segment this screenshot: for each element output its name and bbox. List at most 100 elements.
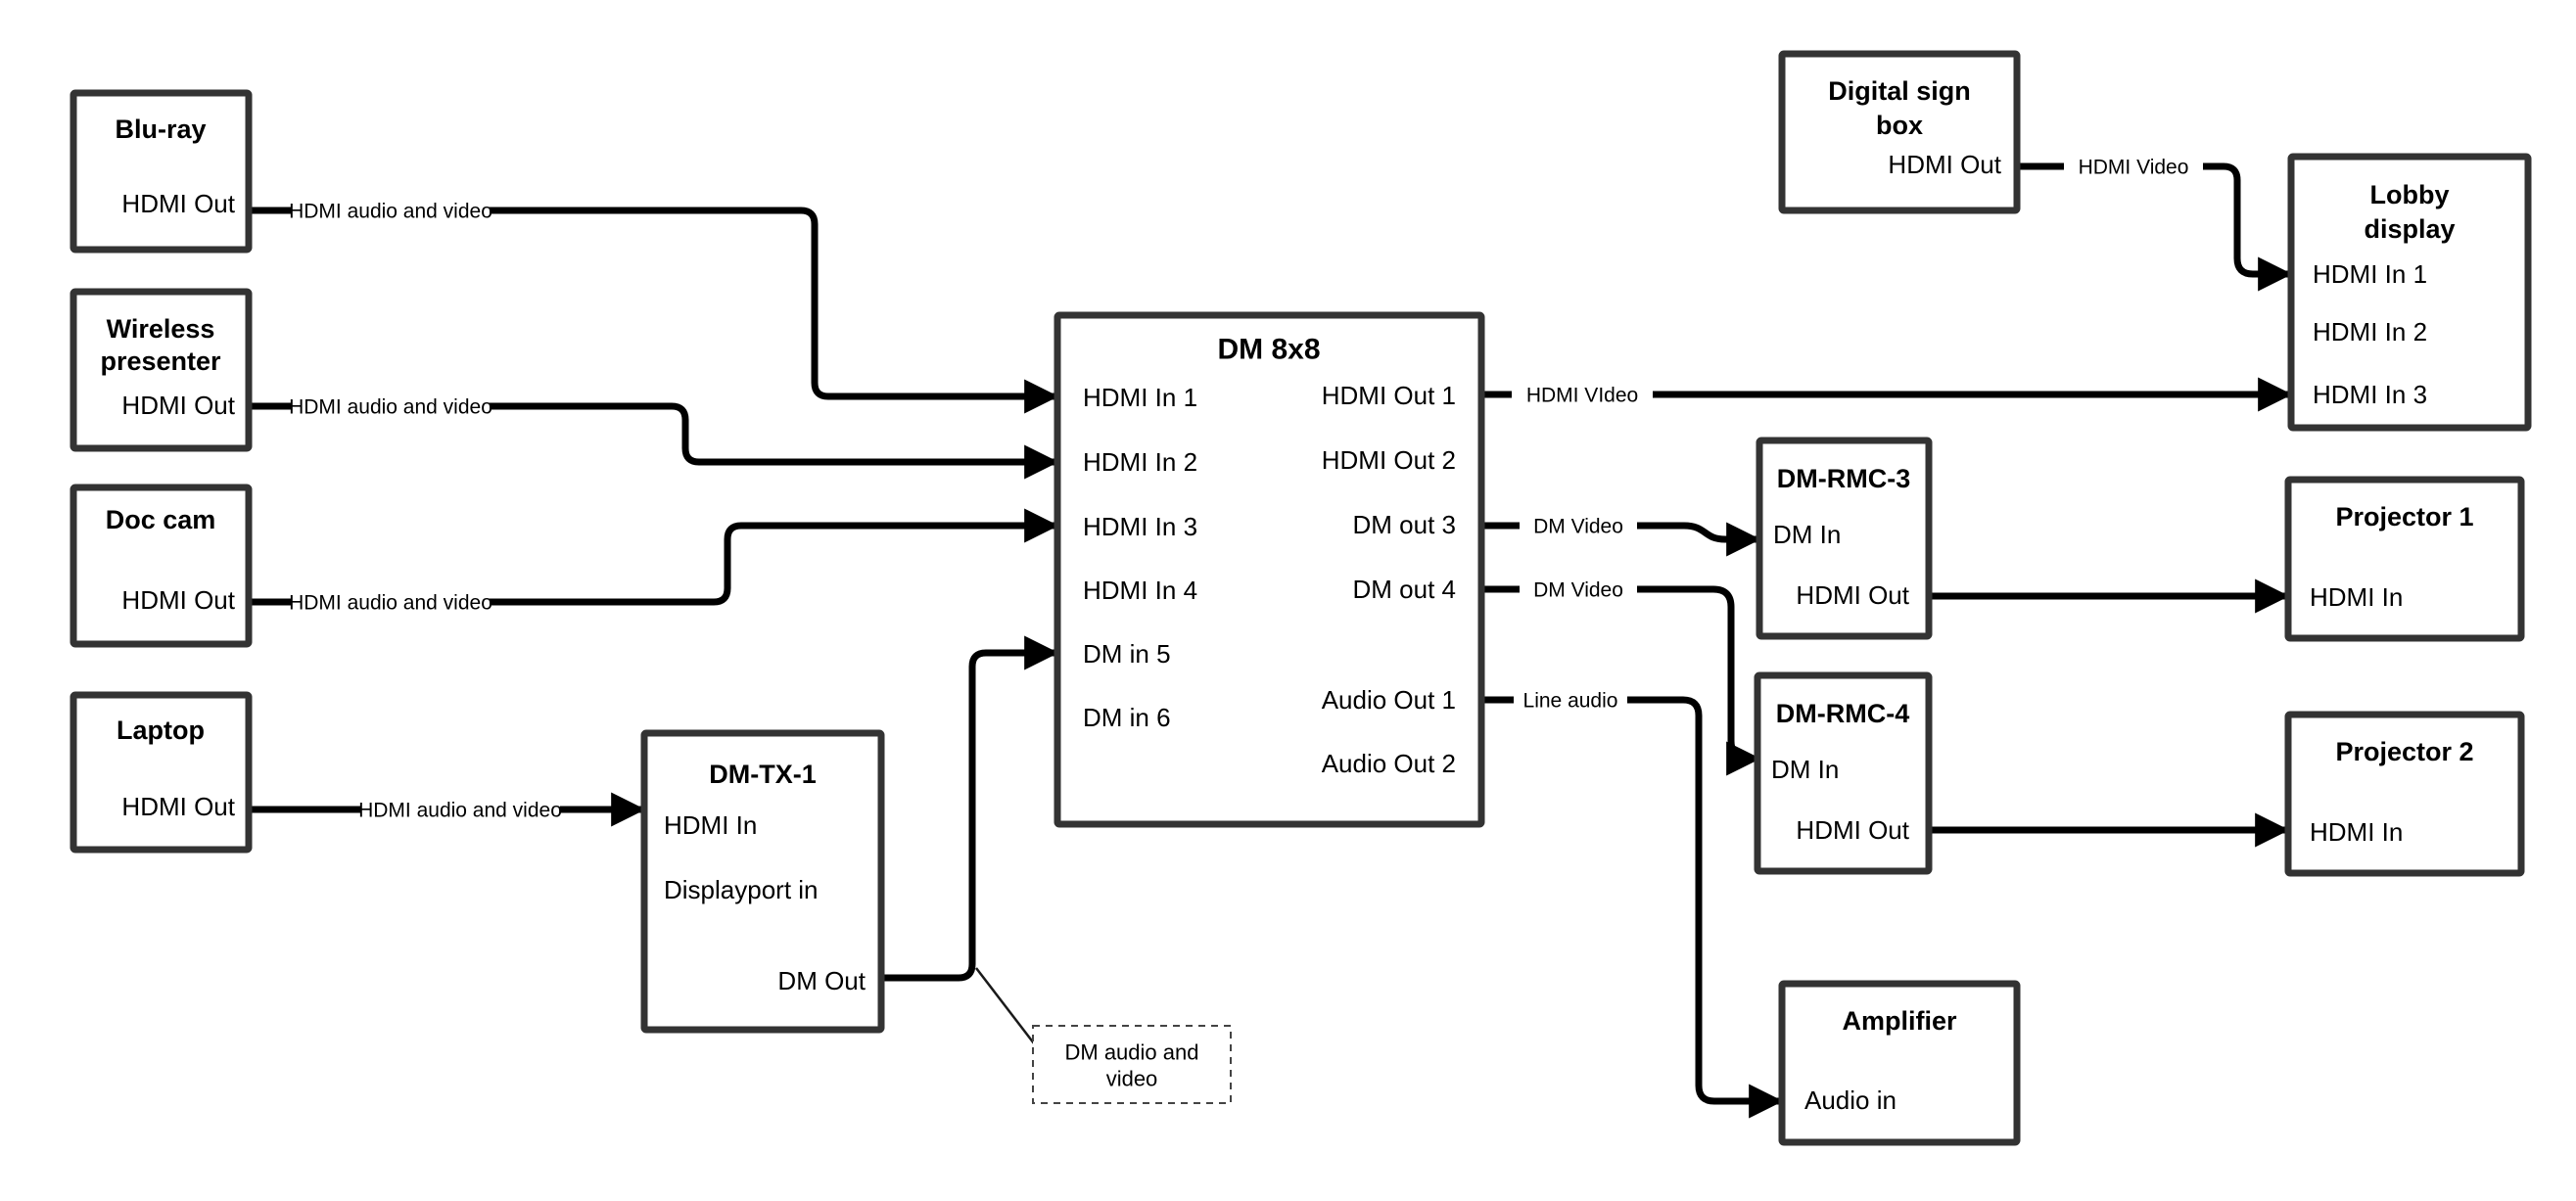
wire-doccam-to-dm8x8-seg2 [490, 508, 1059, 606]
doc-cam-port-hdmi-out: HDMI Out [121, 585, 235, 615]
dm-rmc-3-title: DM-RMC-3 [1777, 464, 1910, 493]
digital-sign-box-title-line1: Digital sign [1828, 76, 1971, 106]
lobby-display-port-hdmi-in-3: HDMI In 3 [2313, 380, 2427, 409]
dm-8x8-title: DM 8x8 [1217, 334, 1320, 366]
dm-tx-1-box [640, 729, 885, 1034]
projector-2-port-hdmi-in: HDMI In [2310, 817, 2403, 847]
node-digital-sign-box: Digital sign box HDMI Out [1778, 50, 2021, 214]
wires [249, 162, 2293, 1119]
dm-8x8-port-dm-in-6: DM in 6 [1083, 703, 1171, 732]
wireless-presenter-box [70, 288, 253, 452]
dm-8x8-port-hdmi-out-1: HDMI Out 1 [1322, 381, 1456, 410]
label-bg [2064, 151, 2203, 182]
dm-rmc-3-port-dm-in: DM In [1773, 520, 1841, 549]
edge-label-hdmi-video-sign: HDMI Video [2079, 157, 2189, 179]
dm-rmc-3-port-hdmi-out: HDMI Out [1796, 580, 1909, 610]
dm-rmc-4-box [1754, 671, 1933, 875]
dm-8x8-port-hdmi-in-1: HDMI In 1 [1083, 383, 1197, 412]
wireless-presenter-port-hdmi-out: HDMI Out [121, 391, 235, 420]
dm-8x8-port-dm-out-3: DM out 3 [1353, 510, 1457, 539]
annotation-leader-line [975, 967, 1035, 1044]
laptop-title: Laptop [117, 716, 205, 745]
wireless-presenter-title-line1: Wireless [107, 314, 215, 344]
dm-rmc-3-box [1756, 437, 1933, 640]
dm-rmc-4-port-dm-in: DM In [1771, 755, 1839, 784]
label-bg [1520, 510, 1637, 541]
edge-label-doccam: HDMI audio and video [289, 592, 492, 615]
lobby-display-port-hdmi-in-1: HDMI In 1 [2313, 259, 2427, 289]
wire-labels: HDMI audio and video HDMI audio and vide… [289, 151, 2203, 825]
wire-dmout3-to-rmc3-seg2 [1637, 522, 1761, 557]
node-amplifier: Amplifier Audio in [1778, 980, 2021, 1146]
dm-8x8-port-dm-in-5: DM in 5 [1083, 639, 1171, 669]
dm-8x8-port-dm-out-4: DM out 4 [1353, 575, 1457, 604]
dm-tx-1-port-hdmi-in: HDMI In [664, 810, 757, 840]
projector-2-title: Projector 2 [2335, 737, 2473, 766]
lobby-display-title-line2: display [2364, 214, 2455, 244]
node-doc-cam: Doc cam HDMI Out [70, 484, 253, 648]
doc-cam-title: Doc cam [106, 505, 216, 534]
wire-audioout1-to-amplifier-seg2 [1627, 696, 1784, 1119]
node-lobby-display: Lobby display HDMI In 1 HDMI In 2 HDMI I… [2287, 153, 2532, 432]
dm-8x8-port-hdmi-in-2: HDMI In 2 [1083, 447, 1197, 477]
wire-signbox-to-lobby-seg2 [2203, 162, 2293, 292]
lobby-display-box [2287, 153, 2532, 432]
dm-8x8-port-hdmi-in-3: HDMI In 3 [1083, 512, 1197, 541]
node-dm-rmc-4: DM-RMC-4 DM In HDMI Out [1754, 671, 1933, 875]
node-projector-2: Projector 2 HDMI In [2284, 711, 2525, 877]
bluray-title: Blu-ray [115, 115, 206, 144]
wire-wireless-to-dm8x8-seg2 [490, 402, 1059, 480]
label-bg [360, 794, 560, 825]
node-dm-tx-1: DM-TX-1 HDMI In Displayport in DM Out [640, 729, 885, 1034]
dm-8x8-port-hdmi-in-4: HDMI In 4 [1083, 576, 1197, 605]
label-bg [1514, 684, 1627, 716]
node-projector-1: Projector 1 HDMI In [2284, 476, 2525, 642]
amplifier-title: Amplifier [1842, 1006, 1957, 1036]
digital-sign-box-box [1778, 50, 2021, 214]
dm-8x8-port-audio-out-2: Audio Out 2 [1322, 749, 1456, 778]
label-bg [292, 391, 490, 422]
edge-label-bluray: HDMI audio and video [289, 201, 492, 223]
bluray-box [70, 89, 253, 254]
edge-label-dm-video-4: DM Video [1533, 579, 1623, 602]
projector-2-box [2284, 711, 2525, 877]
projector-1-title: Projector 1 [2335, 502, 2473, 531]
laptop-box [70, 691, 253, 854]
label-bg [1520, 574, 1637, 605]
label-bg [292, 586, 490, 618]
edge-label-wireless: HDMI audio and video [289, 396, 492, 419]
wire-dmout4-to-rmc4-seg2 [1637, 585, 1761, 776]
dm-tx-1-title: DM-TX-1 [709, 760, 817, 789]
dm-8x8-port-audio-out-1: Audio Out 1 [1322, 685, 1456, 715]
dm-8x8-box [1054, 311, 1485, 828]
dm-tx-1-port-displayport-in: Displayport in [664, 875, 819, 904]
wireless-presenter-title-line2: presenter [100, 346, 221, 376]
digital-sign-box-port-hdmi-out: HDMI Out [1888, 150, 2001, 179]
amplifier-box [1778, 980, 2021, 1146]
label-bg [1512, 379, 1653, 410]
label-bg [292, 195, 490, 226]
laptop-port-hdmi-out: HDMI Out [121, 792, 235, 821]
lobby-display-port-hdmi-in-2: HDMI In 2 [2313, 317, 2427, 346]
dm-rmc-4-title: DM-RMC-4 [1776, 699, 1909, 728]
edge-label-line-audio: Line audio [1523, 690, 1618, 713]
projector-1-box [2284, 476, 2525, 642]
edge-label-hdmi-video-out1: HDMI VIdeo [1526, 385, 1638, 407]
bluray-port-hdmi-out: HDMI Out [121, 189, 235, 218]
amplifier-port-audio-in: Audio in [1804, 1086, 1897, 1115]
node-wireless-presenter: Wireless presenter HDMI Out [70, 288, 253, 452]
wire-dmtx1-to-dm8x8 [881, 635, 1059, 982]
node-bluray: Blu-ray HDMI Out [70, 89, 253, 254]
edge-label-dm-video-3: DM Video [1533, 516, 1623, 538]
dm-8x8-port-hdmi-out-2: HDMI Out 2 [1322, 445, 1456, 475]
annotation-dm-audio-video: DM audio and video [1032, 1025, 1232, 1104]
dm-tx-1-port-dm-out: DM Out [777, 966, 866, 995]
doc-cam-box [70, 484, 253, 648]
projector-1-port-hdmi-in: HDMI In [2310, 582, 2403, 612]
annotation-text-line2: video [1106, 1067, 1158, 1091]
digital-sign-box-title-line2: box [1876, 111, 1923, 140]
node-laptop: Laptop HDMI Out [70, 691, 253, 854]
annotation-box [1032, 1025, 1232, 1104]
node-dm-rmc-3: DM-RMC-3 DM In HDMI Out [1756, 437, 1933, 640]
